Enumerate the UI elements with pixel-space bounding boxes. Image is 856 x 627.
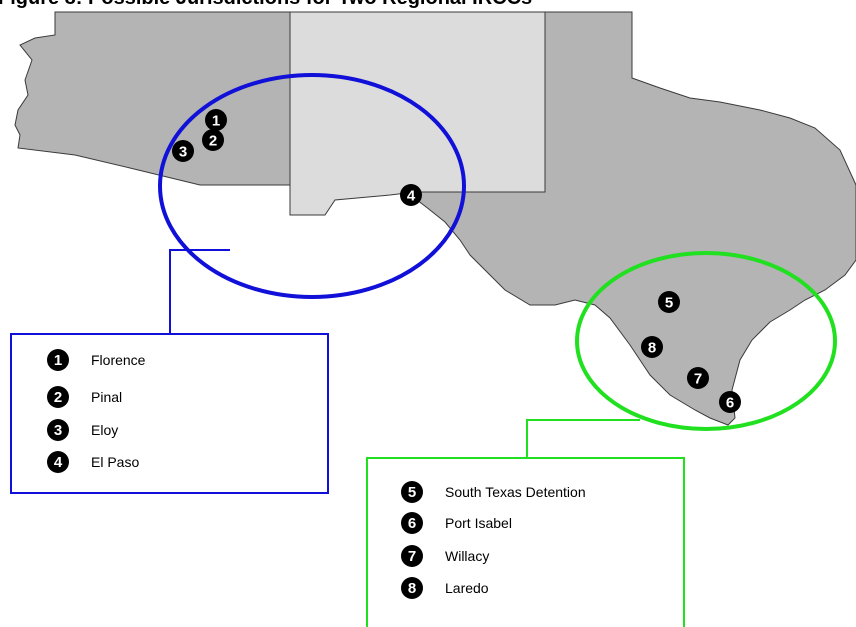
legend-label-willacy: Willacy (445, 548, 490, 564)
map-marker-1-icon (205, 109, 227, 131)
map-marker-5-number: 5 (665, 295, 673, 312)
west-region-circle (158, 73, 466, 299)
map-marker-florence: 1 (205, 109, 227, 131)
east-region-circle (575, 251, 837, 431)
map-marker-laredo: 8 (641, 336, 663, 358)
map-marker-2-icon (202, 129, 224, 151)
legend-label-laredo: Laredo (445, 580, 489, 596)
map-marker-3-icon (172, 140, 194, 162)
state-new-mexico (289, 11, 546, 216)
marker-4-icon: 4 (47, 451, 69, 473)
legend-label-el-paso: El Paso (91, 454, 140, 470)
legend-item-port-isabel: 6 Port Isabel (401, 512, 512, 534)
state-texas (411, 11, 856, 426)
legend-label-port-isabel: Port Isabel (445, 515, 512, 531)
map-marker-7-number: 7 (694, 371, 702, 388)
legend-east: 5 South Texas Detention 6 Port Isabel 7 … (366, 457, 685, 627)
legend-item-pinal: 2 Pinal (47, 386, 122, 408)
map-marker-4-icon (400, 184, 422, 206)
map-marker-south-texas-detention: 5 (658, 291, 680, 313)
map-marker-6-number: 6 (726, 395, 734, 412)
map-marker-willacy: 7 (687, 367, 709, 389)
marker-6-icon: 6 (401, 512, 423, 534)
map-marker-port-isabel: 6 (719, 391, 741, 413)
marker-layer: 1 2 3 4 5 6 7 8 (172, 109, 741, 413)
legend-label-south-texas: South Texas Detention (445, 484, 586, 500)
legend-label-florence: Florence (91, 352, 146, 368)
east-connector-line (526, 419, 640, 458)
west-connector-line (169, 249, 230, 335)
legend-label-pinal: Pinal (91, 389, 123, 405)
legend-item-eloy: 3 Eloy (47, 419, 118, 441)
legend-item-south-texas: 5 South Texas Detention (401, 481, 586, 503)
legend-west: 1 Florence 2 Pinal 3 Eloy 4 El Paso (10, 333, 329, 494)
marker-2-icon: 2 (47, 386, 69, 408)
legend-item-el-paso: 4 El Paso (47, 451, 139, 473)
map-marker-3-number: 3 (179, 144, 187, 161)
map-marker-eloy: 3 (172, 140, 194, 162)
map-marker-7-icon (687, 367, 709, 389)
legend-item-laredo: 8 Laredo (401, 577, 489, 599)
legend-item-willacy: 7 Willacy (401, 545, 489, 567)
map-marker-4-number: 4 (407, 188, 416, 205)
map-marker-1-number: 1 (212, 113, 220, 130)
marker-1-icon: 1 (47, 349, 69, 371)
state-arizona (14, 11, 291, 186)
map-marker-el-paso: 4 (400, 184, 422, 206)
map-marker-5-icon (658, 291, 680, 313)
marker-7-icon: 7 (401, 545, 423, 567)
map-marker-pinal: 2 (202, 129, 224, 151)
map-marker-2-number: 2 (209, 133, 217, 150)
legend-label-eloy: Eloy (91, 422, 119, 438)
figure-title: Figure 8: Possible Jurisdictions for Two… (0, 0, 532, 10)
map-marker-8-number: 8 (648, 340, 656, 357)
map-marker-6-icon (719, 391, 741, 413)
legend-item-florence: 1 Florence (47, 349, 145, 371)
marker-3-icon: 3 (47, 419, 69, 441)
marker-8-icon: 8 (401, 577, 423, 599)
map-marker-8-icon (641, 336, 663, 358)
marker-5-icon: 5 (401, 481, 423, 503)
